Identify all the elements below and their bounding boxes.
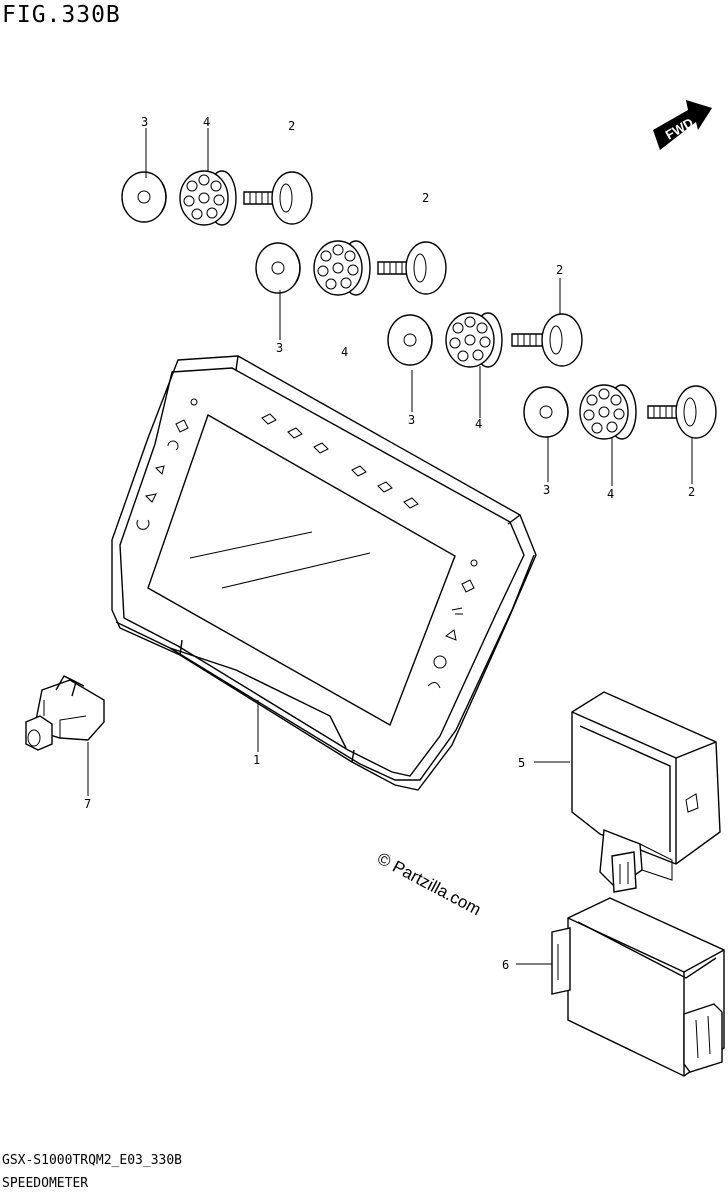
- model-code: GSX-S1000TRQM2_E03_330B: [2, 1153, 183, 1168]
- mount-set-c: [387, 312, 583, 368]
- section-name: SPEEDOMETER: [2, 1176, 89, 1191]
- mount-set-a: [121, 170, 313, 226]
- cushion-c-icon: [445, 312, 503, 368]
- callout-bolt-a: 2: [288, 119, 295, 133]
- leader-lines: [87, 128, 693, 965]
- callout-washer-a: 3: [141, 115, 148, 129]
- callout-cushion-c: 4: [475, 417, 482, 431]
- callout-washer-d: 3: [543, 483, 550, 497]
- cushion-b-icon: [313, 240, 371, 296]
- washer-a-icon: [121, 171, 167, 223]
- mount-set-b: [255, 240, 447, 296]
- speedometer-assy-icon: [111, 355, 537, 791]
- bolt-a-icon: [243, 171, 313, 225]
- callout-washer-b: 3: [276, 341, 283, 355]
- controller-unit-icon: [571, 691, 721, 893]
- bolt-d-icon: [647, 385, 717, 439]
- callout-cushion-d: 4: [607, 487, 614, 501]
- cushion-a-icon: [179, 170, 237, 226]
- fwd-arrow-icon: FWD: [653, 100, 712, 150]
- connector-icon: [25, 675, 105, 751]
- bolt-b-icon: [377, 241, 447, 295]
- callout-connector: 7: [84, 797, 91, 811]
- callout-bolt-b: 2: [422, 191, 429, 205]
- mount-set-d: [523, 384, 717, 440]
- washer-c-icon: [387, 314, 433, 366]
- watermark-text: © Partzilla.com: [374, 849, 484, 920]
- callout-cushion-a: 4: [203, 115, 210, 129]
- callout-meter-assy: 1: [253, 753, 260, 767]
- washer-b-icon: [255, 242, 301, 294]
- callout-washer-c: 3: [408, 413, 415, 427]
- callout-cushion-b: 4: [341, 345, 348, 359]
- callout-controller-cover: 6: [502, 958, 509, 972]
- callout-controller: 5: [518, 756, 525, 770]
- cushion-d-icon: [579, 384, 637, 440]
- callout-bolt-c: 2: [556, 263, 563, 277]
- figure-title: FIG.330B: [2, 2, 121, 28]
- controller-cover-icon: [551, 897, 725, 1077]
- bolt-c-icon: [511, 313, 583, 367]
- callout-bolt-d: 2: [688, 485, 695, 499]
- washer-d-icon: [523, 386, 569, 438]
